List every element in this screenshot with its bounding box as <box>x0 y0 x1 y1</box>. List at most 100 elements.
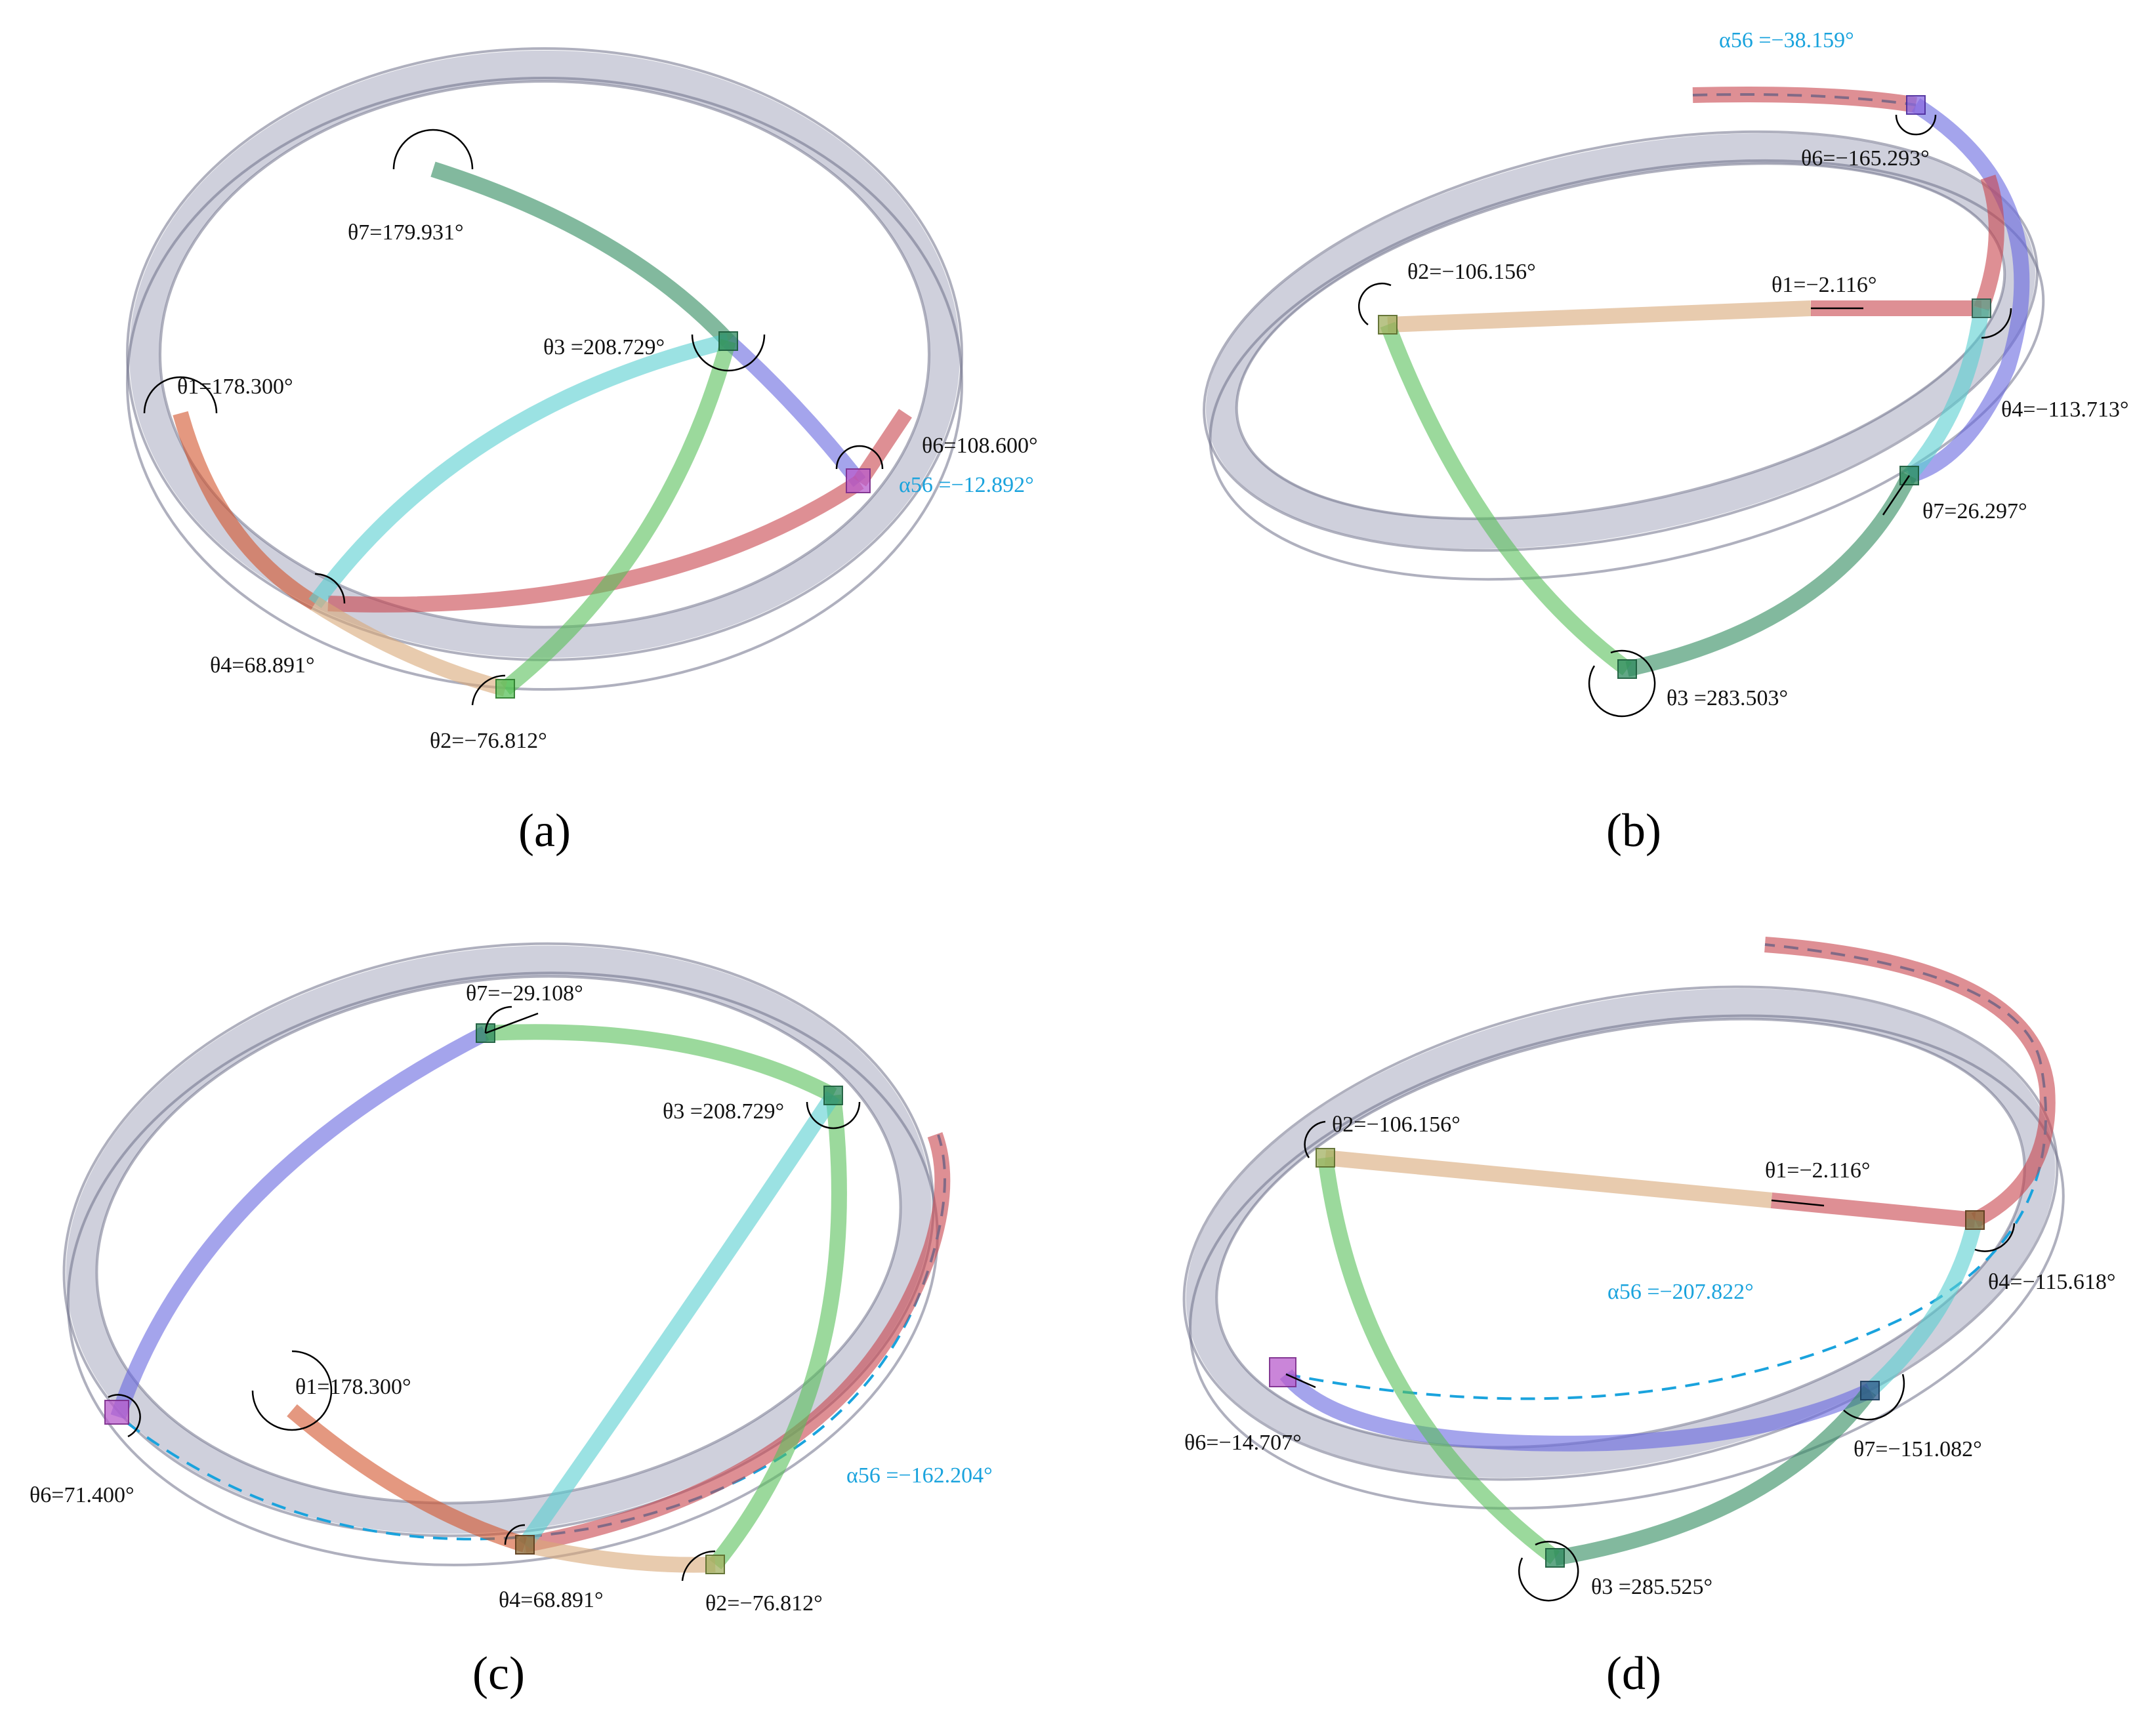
link-blue-a <box>722 335 866 487</box>
angle-mark-b-2 <box>1358 282 1392 325</box>
joint-b-6 <box>1906 95 1926 115</box>
caption-c: (c) <box>472 1647 525 1700</box>
angle-mark-b-4 <box>1981 308 2012 339</box>
link-tan-d <box>1324 1150 1773 1208</box>
angle-mark-b-3 <box>1588 649 1656 718</box>
angle-mark-c-4 <box>504 1524 526 1545</box>
label-b-alpha56: α56 =−38.159° <box>1719 28 1854 52</box>
angle-mark-a-2 <box>471 674 506 706</box>
joint-b-2 <box>1378 315 1398 335</box>
link-cyan-a <box>308 333 730 609</box>
panel-c: θ7=−29.108° θ3 =208.729° θ1=178.300° θ6=… <box>30 942 993 1700</box>
label-d-theta6: θ6=−14.707° <box>1184 1431 1302 1455</box>
label-c-theta1: θ1=178.300° <box>295 1375 411 1399</box>
panel-d: θ2=−106.156° θ1=−2.116° θ4=−115.618° α56… <box>1182 937 2115 1700</box>
label-b-theta4: θ4=−113.713° <box>2001 397 2128 422</box>
label-d-theta4: θ4=−115.618° <box>1988 1270 2115 1294</box>
angle-mark-b-6 <box>1895 114 1937 136</box>
label-d-alpha56: α56 =−207.822° <box>1607 1280 1754 1304</box>
link-tan-b <box>1387 300 1812 333</box>
link-dark-green-d <box>1554 1385 1876 1566</box>
joint-c-6 <box>104 1400 129 1425</box>
ring-c <box>62 942 939 1566</box>
joint-c-4 <box>515 1535 535 1555</box>
label-d-theta3: θ3 =285.525° <box>1591 1575 1712 1599</box>
angle-mark-d-3 <box>1518 1540 1579 1602</box>
angle-mark-a-7 <box>392 129 474 170</box>
angle-mark-d-4 <box>1974 1223 2016 1252</box>
caption-d: (d) <box>1606 1647 1661 1700</box>
label-a-theta1: θ1=178.300° <box>177 375 293 399</box>
link-red-arc-c <box>523 1131 951 1553</box>
label-c-theta4: θ4=68.891° <box>499 1588 604 1612</box>
joint-a-6 <box>846 468 871 493</box>
angle-mark-d-6 <box>1285 1373 1316 1389</box>
joint-b-3 <box>1617 659 1637 679</box>
joint-a-3 <box>718 331 738 351</box>
link-green-a <box>500 338 736 695</box>
link-dark-green-b <box>1625 472 1917 677</box>
link-blue-d <box>1279 1369 1874 1452</box>
angle-mark-d-1 <box>1771 1199 1825 1207</box>
link-cyan-b <box>1903 307 1989 481</box>
link-red-arc-a <box>327 475 864 613</box>
angle-mark-a-1 <box>143 376 218 414</box>
angle-mark-d-7 <box>1843 1374 1905 1421</box>
angle-mark-d-2 <box>1304 1120 1326 1158</box>
angle-mark-c-1 <box>251 1350 333 1431</box>
label-b-theta6: θ6=−165.293° <box>1801 146 1930 171</box>
link-green-top-c <box>485 1024 837 1103</box>
joint-d-2 <box>1316 1148 1335 1168</box>
angle-mark-a-3 <box>691 334 766 372</box>
joint-d-6 <box>1269 1357 1296 1387</box>
joint-d-4 <box>1965 1210 1985 1230</box>
label-a-theta6: θ6=108.600° <box>922 434 1038 458</box>
joint-d-3 <box>1545 1548 1565 1568</box>
link-orange-a <box>173 411 320 611</box>
ring-b <box>1203 130 2045 581</box>
label-a-theta2: θ2=−76.812° <box>430 729 547 753</box>
joint-d-7 <box>1860 1381 1880 1400</box>
link-green-b <box>1380 321 1632 676</box>
label-d-theta7: θ7=−151.082° <box>1854 1437 1982 1461</box>
angle-mark-c-7 <box>484 1006 539 1034</box>
panel-a: θ7=179.931° θ3 =208.729° θ1=178.300° θ6=… <box>126 47 1038 857</box>
label-b-theta1: θ1=−2.116° <box>1772 273 1876 297</box>
angle-mark-b-7 <box>1882 475 1911 516</box>
label-d-theta2: θ2=−106.156° <box>1332 1112 1461 1137</box>
joint-a-2 <box>495 679 515 699</box>
joint-c-3 <box>823 1086 843 1105</box>
angle-mark-a-4 <box>314 573 346 604</box>
label-a-theta4: θ4=68.891° <box>210 653 315 678</box>
link-red-down-b <box>1974 174 2004 312</box>
link-dark-green-a <box>430 161 734 347</box>
label-a-alpha56: α56 =−12.892° <box>899 473 1034 497</box>
panel-b: α56 =−38.159° θ6=−165.293° θ2=−106.156° … <box>1203 28 2128 857</box>
label-c-alpha56: α56 =−162.204° <box>846 1463 993 1488</box>
caption-a: (a) <box>518 804 571 857</box>
link-green-c <box>709 1094 847 1570</box>
label-c-theta7: θ7=−29.108° <box>466 981 583 1006</box>
link-blue-c <box>110 1026 489 1419</box>
label-b-theta3: θ3 =283.503° <box>1667 686 1788 710</box>
link-blue-b <box>1907 98 2030 483</box>
label-a-theta7: θ7=179.931° <box>348 220 464 245</box>
joint-c-2 <box>705 1555 725 1574</box>
angle-mark-c-3 <box>806 1101 861 1130</box>
link-red-arc-b <box>1692 87 1917 113</box>
link-tan-a <box>310 596 508 697</box>
joint-b-4 <box>1972 298 1991 318</box>
link-tan-c <box>523 1537 716 1573</box>
link-orange-c <box>287 1404 528 1553</box>
label-c-theta3: θ3 =208.729° <box>663 1099 784 1124</box>
label-d-theta1: θ1=−2.116° <box>1765 1158 1870 1183</box>
link-red-arc-d <box>1764 937 2056 1227</box>
label-c-theta6: θ6=71.400° <box>30 1483 135 1507</box>
label-b-theta2: θ2=−106.156° <box>1407 260 1536 284</box>
caption-b: (b) <box>1606 804 1661 857</box>
label-a-theta3: θ3 =208.729° <box>543 335 665 359</box>
link-green-d <box>1317 1156 1560 1564</box>
label-c-theta2: θ2=−76.812° <box>705 1591 823 1616</box>
link-cyan-c <box>518 1091 840 1549</box>
